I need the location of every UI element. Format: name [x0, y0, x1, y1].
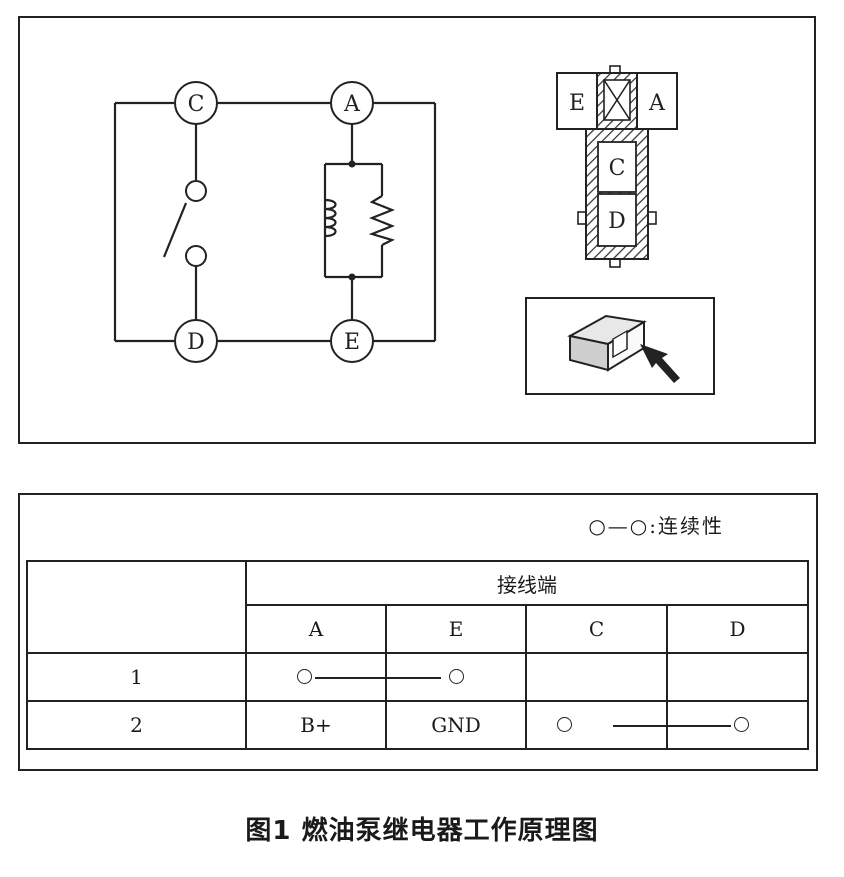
switch-contact-upper [185, 180, 207, 202]
terminal-e: E [330, 319, 374, 363]
cell-row2-c [525, 700, 668, 750]
continuity-end-circle [734, 717, 749, 732]
connector-pinout: E A C D [556, 65, 678, 268]
continuity-line [666, 725, 731, 727]
circuit-wires [113, 101, 437, 343]
continuity-start-circle [296, 669, 312, 684]
table-row: 1 [26, 652, 809, 702]
column-header-a: A [245, 604, 387, 654]
junction-dot [348, 273, 356, 281]
terminal-a: A [330, 81, 374, 125]
svg-text:C: C [188, 92, 205, 117]
terminal-d: D [174, 319, 218, 363]
continuity-legend: ○—○:连续性 [588, 510, 724, 539]
terminal-c: C [174, 81, 218, 125]
pin-label-c: C [609, 156, 626, 181]
diagram-frame [18, 16, 816, 444]
junction-dot [348, 160, 356, 168]
legend-label: :连续性 [649, 514, 724, 538]
row-label: 1 [26, 652, 247, 702]
view-arrow-icon [640, 344, 680, 383]
cell-row2-d [666, 700, 809, 750]
legend-symbol: ○—○ [588, 514, 650, 538]
continuity-line [315, 677, 387, 679]
column-header-e: E [385, 604, 527, 654]
cell-row1-c [525, 652, 668, 702]
pin-label-a: A [648, 91, 666, 116]
table-corner [26, 560, 247, 654]
cell-row2-a: B+ [245, 700, 387, 750]
row-label: 2 [26, 700, 247, 750]
continuity-table: 接线端 A E C D 1 2 B+ GND [26, 560, 809, 750]
continuity-end-circle [448, 669, 464, 684]
switch-contact-lower [185, 245, 207, 267]
connector-view-inset [525, 297, 715, 395]
svg-text:A: A [343, 92, 361, 117]
continuity-start-circle [557, 717, 572, 732]
cell-row1-d [666, 652, 809, 702]
svg-text:D: D [187, 330, 205, 355]
column-header-d: D [666, 604, 809, 654]
table-row: 2 B+ GND [26, 700, 809, 750]
column-header-c: C [525, 604, 668, 654]
figure-caption: 图1 燃油泵继电器工作原理图 [245, 816, 599, 846]
table-frame [18, 493, 818, 771]
svg-text:E: E [344, 330, 360, 355]
continuity-line [385, 677, 441, 679]
continuity-line [613, 725, 668, 727]
pin-label-d: D [608, 209, 626, 234]
relay-diagram: C A D E E A C [113, 65, 715, 395]
group-header: 接线端 [245, 560, 809, 606]
pin-label-e: E [569, 91, 585, 116]
cell-row1-a [245, 652, 387, 702]
cell-row1-e [385, 652, 527, 702]
cell-row2-e: GND [385, 700, 527, 750]
